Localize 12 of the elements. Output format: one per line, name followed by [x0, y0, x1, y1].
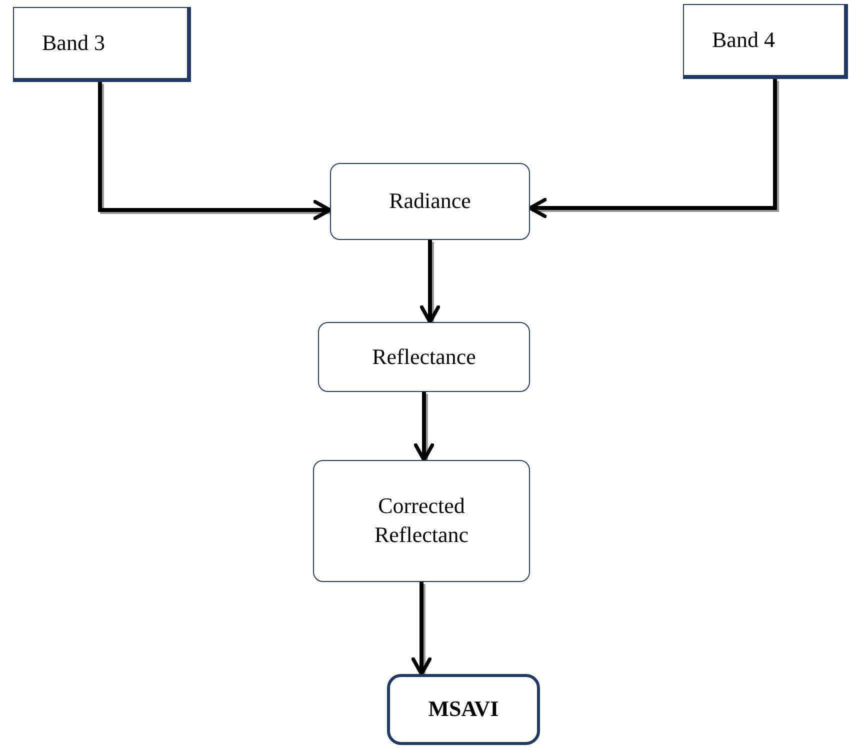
- process-box: [313, 460, 530, 582]
- node-label: Reflectance: [372, 342, 476, 371]
- process-box: [318, 322, 530, 392]
- node-label: Corrected Reflectanc: [373, 492, 470, 549]
- node-label: Band 4: [712, 26, 775, 54]
- result-box: [387, 674, 540, 745]
- node-label: Radiance: [389, 187, 471, 216]
- node-label: MSAVI: [428, 695, 499, 724]
- node-label: Band 3: [42, 28, 105, 57]
- input-box: [683, 4, 848, 79]
- input-box: [13, 7, 191, 82]
- process-box: [330, 163, 530, 240]
